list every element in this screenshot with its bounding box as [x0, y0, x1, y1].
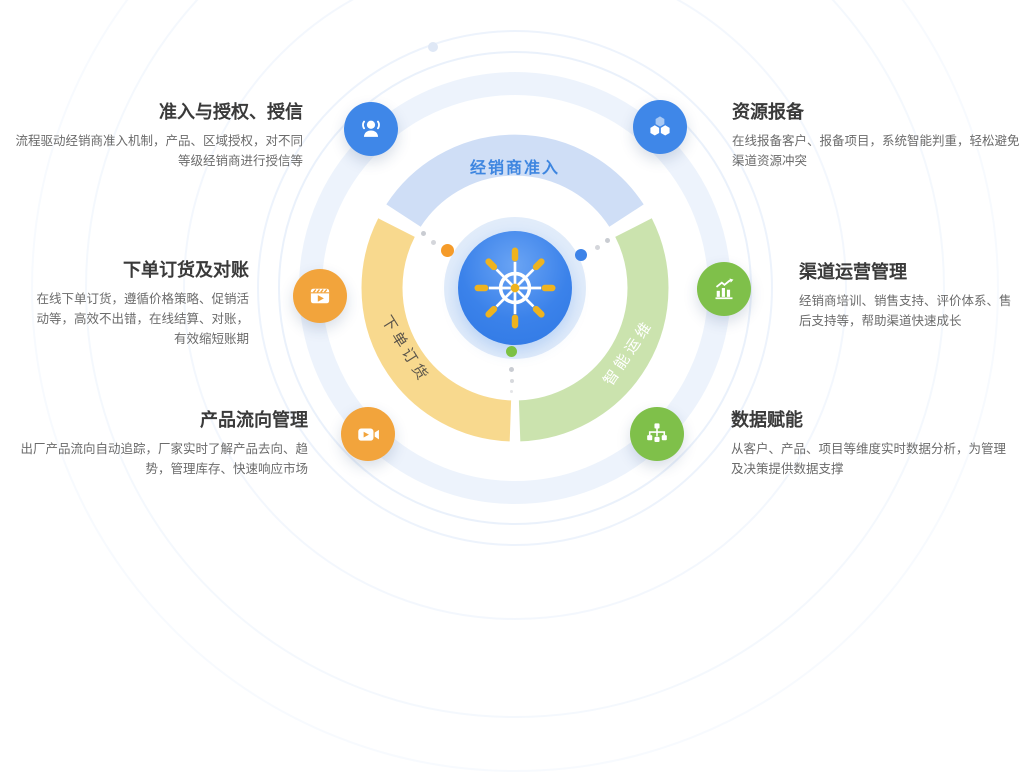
trail-dot — [421, 231, 426, 236]
clapperboard-play-icon — [293, 269, 347, 323]
section-desc: 经销商培训、销售支持、评价体系、售后支持等，帮助渠道快速成长 — [799, 294, 1012, 328]
trail-dot — [595, 245, 600, 250]
section-ordering-reconciliation: 下单订货及对账 在线下单订货，遵循价格策略、促销活动等，高效不出错，在线结算、对… — [31, 258, 249, 349]
trail-dot — [605, 238, 610, 243]
section-desc: 从客户、产品、项目等维度实时数据分析，为管理及决策提供数据支撑 — [731, 442, 1007, 476]
growth-chart-icon — [697, 262, 751, 316]
section-desc: 流程驱动经销商准入机制，产品、区域授权，对不同等级经销商进行授信等 — [15, 134, 303, 168]
section-desc: 在线下单订货，遵循价格策略、促销活动等，高效不出错，在线结算、对账，有效缩短账期 — [36, 292, 249, 346]
infographic-canvas: 经销商准入 下单订货 智能运维 — [9, 0, 1023, 772]
hub-circle — [458, 231, 572, 345]
section-data-empowerment: 数据赋能 从客户、产品、项目等维度实时数据分析，为管理及决策提供数据支撑 — [731, 408, 1011, 479]
trail-dot — [510, 390, 513, 393]
people-icon — [344, 102, 398, 156]
section-title: 数据赋能 — [731, 410, 803, 430]
orbit-dot-green — [506, 346, 517, 357]
section-admission-authorization: 准入与授权、授信 流程驱动经销商准入机制，产品、区域授权，对不同等级经销商进行授… — [9, 100, 303, 171]
ring-segment-top — [386, 134, 644, 228]
section-desc: 出厂产品流向自动追踪，厂家实时了解产品去向、趋势，管理库存、快速响应市场 — [20, 442, 308, 476]
trail-dot — [509, 367, 514, 372]
section-title: 准入与授权、授信 — [159, 102, 303, 122]
orbit-dot-orange — [441, 244, 454, 257]
section-title: 产品流向管理 — [200, 410, 308, 430]
section-title: 下单订货及对账 — [123, 260, 249, 280]
section-channel-operation: 渠道运营管理 经销商培训、销售支持、评价体系、售后支持等，帮助渠道快速成长 — [799, 260, 1019, 331]
sitemap-icon — [630, 407, 684, 461]
section-desc: 在线报备客户、报备项目，系统智能判重，轻松避免渠道资源冲突 — [732, 134, 1020, 168]
hexagon-cluster-icon — [633, 100, 687, 154]
section-resource-filing: 资源报备 在线报备客户、报备项目，系统智能判重，轻松避免渠道资源冲突 — [732, 100, 1023, 171]
section-title: 渠道运营管理 — [799, 262, 907, 282]
ring-label-dealer-admission: 经销商准入 — [469, 160, 561, 177]
orbit-dot-blue — [575, 249, 587, 261]
trail-dot — [431, 240, 436, 245]
ship-wheel-icon — [474, 247, 556, 329]
trail-dot — [510, 379, 514, 383]
section-title: 资源报备 — [732, 102, 804, 122]
decor-ring-dot — [428, 42, 438, 52]
process-ring — [361, 134, 669, 442]
ring-segment-right — [518, 218, 669, 442]
video-camera-icon — [341, 407, 395, 461]
ring-segment-left — [361, 218, 512, 442]
section-product-flow: 产品流向管理 出厂产品流向自动追踪，厂家实时了解产品去向、趋势，管理库存、快速响… — [16, 408, 308, 479]
